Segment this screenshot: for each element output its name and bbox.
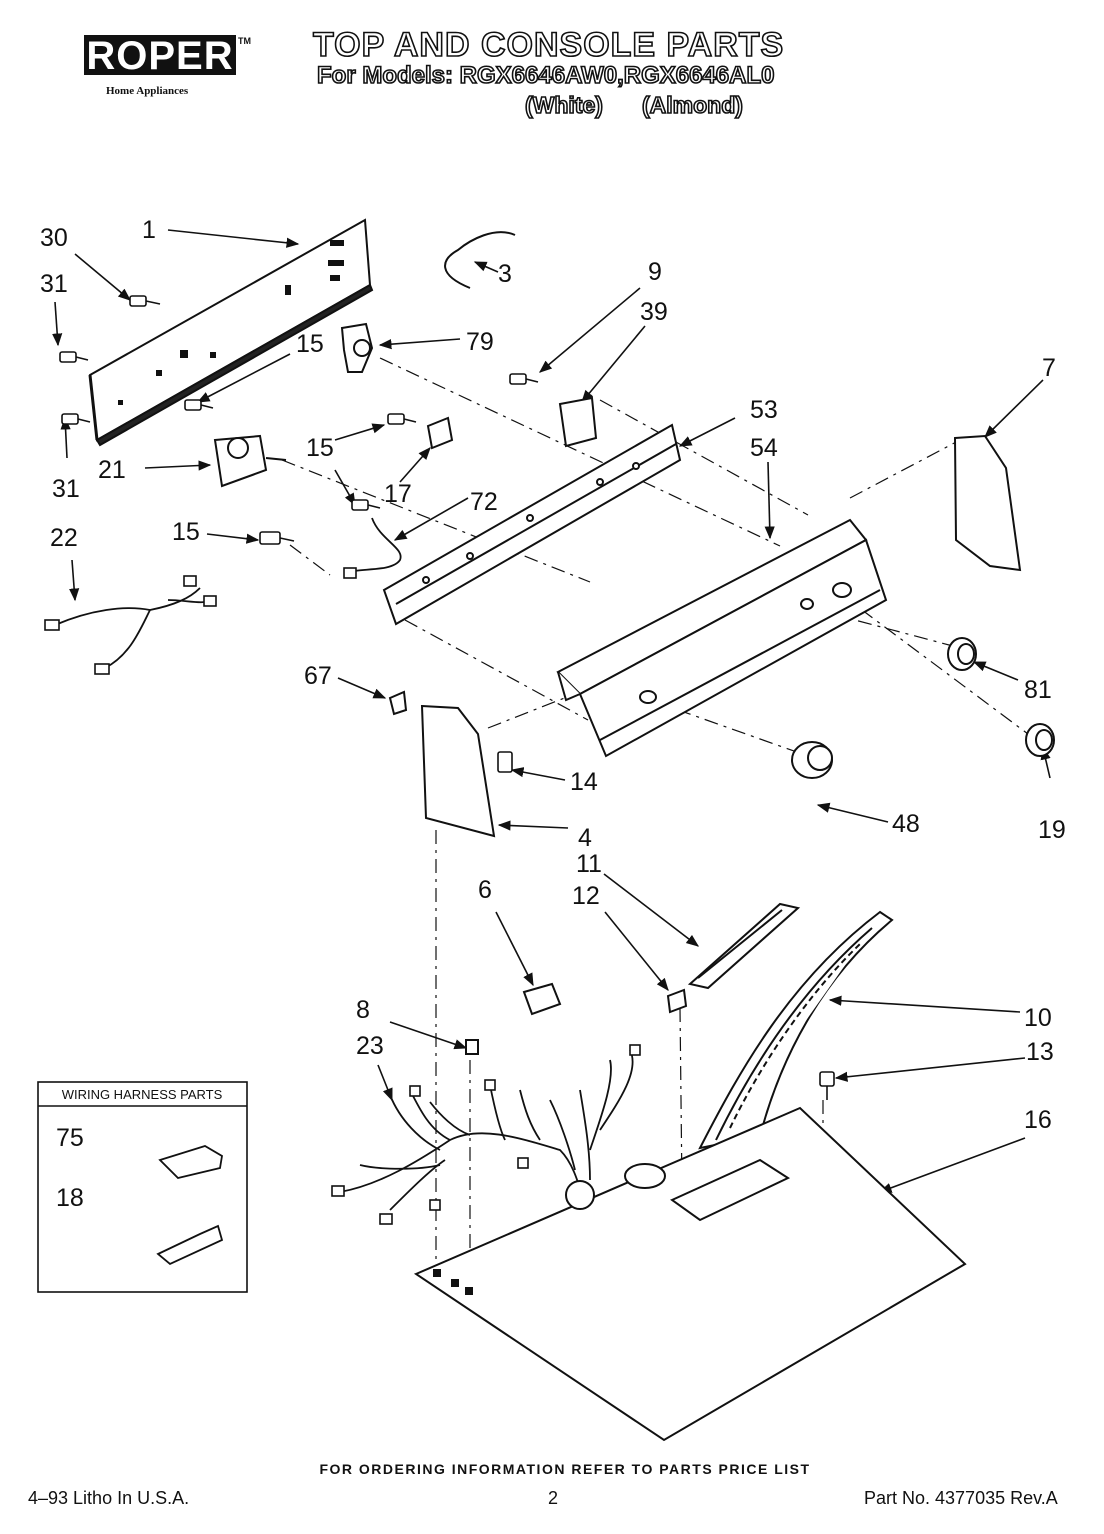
model-numbers: For Models: RGX6646AW0,RGX6646AL0 [316, 61, 775, 90]
inset-title: WIRING HARNESS PARTS [62, 1087, 223, 1102]
callout-15: 15 [296, 330, 324, 358]
console-back-panel [88, 218, 374, 447]
callout-31b: 31 [52, 475, 80, 503]
callout-21: 21 [98, 456, 126, 484]
callout-30: 30 [40, 224, 68, 252]
litho-note: 4–93 Litho In U.S.A. [28, 1488, 190, 1508]
screws [59, 295, 835, 1100]
switches-and-components [213, 322, 688, 1055]
callout-3: 3 [498, 260, 512, 288]
wire-lead-part-3 [444, 231, 516, 289]
lint-screen [687, 902, 801, 990]
logo-mark: ROPER [84, 30, 236, 80]
callout-13: 13 [1026, 1038, 1054, 1066]
callout-1: 1 [142, 216, 156, 244]
console-front-bracket [382, 423, 682, 626]
exhaust-duct [698, 910, 894, 1150]
logo-tagline: Home Appliances [106, 85, 189, 97]
callout-79: 79 [466, 328, 494, 356]
part-number: Part No. 4377035 Rev.A [864, 1488, 1058, 1508]
callout-7: 7 [1042, 354, 1056, 382]
top-panel [413, 1106, 967, 1442]
callout-54: 54 [750, 434, 778, 462]
logo-trademark: TM [238, 36, 251, 46]
callout-10: 10 [1024, 1004, 1052, 1032]
callout-39: 39 [640, 298, 668, 326]
callout-14: 14 [570, 768, 598, 796]
callout-17: 17 [384, 480, 412, 508]
callout-75: 75 [56, 1124, 84, 1152]
callout-19: 19 [1038, 816, 1066, 844]
ordering-note: FOR ORDERING INFORMATION REFER TO PARTS … [319, 1461, 811, 1477]
wire-harnesses [54, 517, 634, 1211]
callout-81: 81 [1024, 676, 1052, 704]
callout-31: 31 [40, 270, 68, 298]
callout-72: 72 [470, 488, 498, 516]
page-number: 2 [548, 1488, 559, 1508]
callout-15c: 15 [172, 518, 200, 546]
variant-almond: (Almond) [641, 91, 744, 119]
variant-white: (White) [524, 91, 604, 119]
callout-4: 4 [578, 824, 592, 852]
callout-8: 8 [356, 996, 370, 1024]
callout-22: 22 [50, 524, 78, 552]
callout-9: 9 [648, 258, 662, 286]
wiring-harness-inset: WIRING HARNESS PARTS 75 18 [37, 1081, 248, 1293]
leader-lines [52, 229, 1051, 1244]
logo-wordmark: ROPER [86, 34, 234, 78]
callout-6: 6 [478, 876, 492, 904]
callout-23: 23 [356, 1032, 384, 1060]
console-panel [556, 518, 888, 758]
callout-numbers: 1 30 31 3 9 39 79 15 31 21 15 17 72 53 5… [40, 216, 1066, 1134]
knobs [791, 637, 1055, 779]
callout-18: 18 [56, 1184, 84, 1212]
callout-11: 11 [576, 850, 602, 878]
end-caps [420, 434, 1022, 838]
callout-16: 16 [1024, 1106, 1052, 1134]
callout-48: 48 [892, 810, 920, 838]
page-title: TOP AND CONSOLE PARTS [312, 25, 785, 65]
wire-connectors [44, 567, 641, 1225]
console-back-panel-holes [118, 240, 344, 405]
callout-53: 53 [750, 396, 778, 424]
callout-12: 12 [572, 882, 600, 910]
callout-15b: 15 [306, 434, 334, 462]
callout-67: 67 [304, 662, 332, 690]
